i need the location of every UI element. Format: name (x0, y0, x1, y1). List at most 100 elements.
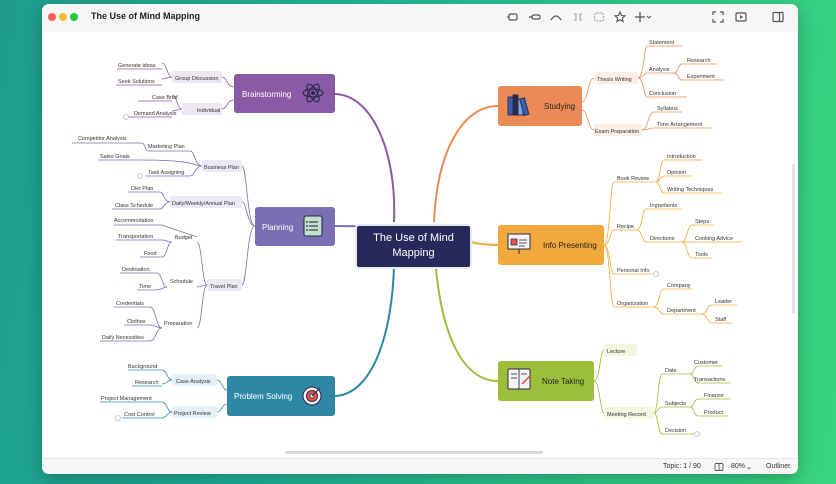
outliner-button[interactable]: Outliner (766, 463, 791, 470)
zoom-level[interactable]: 80% (731, 463, 746, 470)
mind-map-canvas[interactable]: The Use of Mind Mapping Brainstorming (42, 32, 798, 458)
note-taking-label: Note Taking (542, 377, 584, 386)
task-assigning-label: Task Assigning (148, 170, 184, 176)
zoom-window-button[interactable] (70, 13, 78, 21)
brainstorming-label: Brainstorming (242, 90, 291, 99)
collapse-toggle[interactable] (694, 431, 700, 437)
minimize-window-button[interactable] (59, 13, 67, 21)
transactions-label: Transactions (694, 377, 726, 383)
branch-planning: Planning (72, 136, 335, 342)
time-label: Time (139, 284, 151, 290)
meeting-record-label: Meeting Record (607, 412, 646, 418)
customer-label: Customer (694, 360, 718, 366)
staff-label: Staff (715, 317, 727, 323)
title-bar: The Use of Mind Mapping (42, 4, 798, 33)
research-label: Research (135, 380, 159, 386)
insert-menu-icon[interactable] (634, 10, 652, 24)
competitor-analysis-label: Competitor Analysis (78, 136, 127, 142)
star-icon[interactable] (613, 10, 627, 24)
fullscreen-icon[interactable] (711, 10, 725, 24)
topic-problem-solving[interactable] (227, 376, 335, 416)
thesis-writing-label: Thesis Writing (597, 77, 632, 83)
atom-icon (302, 83, 324, 103)
writing-techniques-label: Writing Techniques (667, 187, 714, 193)
case-analysis-label: Case Analysis (176, 379, 211, 385)
branch-brainstorming: Brainstorming (116, 62, 335, 120)
notebook-icon (507, 368, 531, 390)
case-brief-label: Case Brief (152, 95, 178, 101)
collapse-toggle[interactable] (137, 173, 143, 179)
food-label: Food (144, 251, 157, 257)
books-icon (507, 94, 530, 117)
boundary-icon[interactable] (592, 10, 606, 24)
analysis-label: Analysis (649, 67, 670, 73)
status-bar: Topic: 1 / 90 80% ⌄ Outliner (42, 458, 798, 474)
cost-control-label: Cost Control (124, 412, 155, 418)
conclusion-label: Conclusion (649, 91, 676, 97)
daily-necessities-label: Daily Necessities (102, 335, 144, 341)
zoom-chevron-icon[interactable]: ⌄ (746, 464, 752, 471)
studying-label: Studying (544, 102, 575, 111)
project-management-label: Project Management (101, 396, 152, 402)
sales-goals-label: Sales Goals (100, 154, 130, 160)
statement-label: Statement (649, 40, 675, 46)
app-window: The Use of Mind Mapping (42, 4, 798, 474)
decision-label: Decision (665, 428, 686, 434)
collapse-toggle[interactable] (123, 114, 129, 120)
credentials-label: Credentials (116, 301, 144, 307)
time-arrangement-label: Time Arrangement (657, 122, 703, 128)
syllabus-label: Syllabus (657, 106, 678, 112)
vertical-scrollbar[interactable] (792, 164, 795, 314)
date-label: Date (665, 368, 677, 374)
recipe-label: Recipe (617, 224, 634, 230)
organization-label: Organization (617, 301, 648, 307)
problem-solving-label: Problem Solving (234, 392, 292, 401)
introduction-label: Introduction (667, 154, 696, 160)
business-plan-label: Business Plan (204, 165, 239, 171)
relationship-icon[interactable] (549, 10, 563, 24)
horizontal-scrollbar[interactable] (285, 451, 543, 454)
summary-icon[interactable] (571, 10, 585, 24)
accommodation-label: Accommodation (114, 218, 153, 224)
topic-icon[interactable] (506, 10, 520, 24)
book-review-label: Book Review (617, 176, 649, 182)
generate-ideas-label: Generate ideas (118, 63, 156, 69)
exam-preparation-label: Exam Preparation (595, 129, 639, 135)
branch-problem-solving: Problem Solving (100, 364, 335, 421)
zoom-icon[interactable] (714, 462, 724, 474)
present-icon[interactable] (734, 10, 748, 24)
company-label: Company (667, 283, 691, 289)
lecture-label: Lecture (607, 349, 625, 355)
background-label: Background (128, 364, 157, 370)
subjects-label: Subjects (665, 401, 686, 407)
opinion-label: Opinion (667, 170, 686, 176)
branch-studying: Studying (498, 40, 724, 136)
ingredients-label: Ingredients (650, 203, 677, 209)
transportation-label: Transportation (118, 234, 153, 240)
planning-label: Planning (262, 223, 293, 232)
clothes-label: Clothes (127, 319, 146, 325)
personal-info-label: Personal Info (617, 268, 649, 274)
group-discussion-label: Group Discussion (175, 76, 218, 82)
leader-label: Leader (715, 299, 732, 305)
branch-info-presenting: Info Presenting (498, 154, 742, 324)
central-topic[interactable] (355, 224, 472, 269)
project-review-label: Project Review (174, 411, 211, 417)
steps-label: Steps (695, 219, 709, 225)
collapse-toggle[interactable] (653, 271, 659, 277)
travel-plan-label: Travel Plan (210, 284, 238, 290)
cooking-advice-label: Cooking Advice (695, 236, 733, 242)
close-window-button[interactable] (48, 13, 56, 21)
tools-label: Tools (695, 252, 708, 258)
class-schedule-label: Class Schedule (115, 203, 153, 209)
target-icon (302, 386, 322, 406)
research-study-label: Research (687, 58, 711, 64)
demand-analysis-label: Demand Analysis (134, 111, 177, 117)
collapse-toggle[interactable] (115, 415, 121, 421)
subtopic-icon[interactable] (528, 10, 542, 24)
department-label: Department (667, 308, 696, 314)
format-panel-icon[interactable] (771, 10, 785, 24)
topic-studying[interactable] (498, 86, 582, 126)
experiment-label: Experiment (687, 74, 715, 80)
finance-label: Finance (704, 393, 724, 399)
